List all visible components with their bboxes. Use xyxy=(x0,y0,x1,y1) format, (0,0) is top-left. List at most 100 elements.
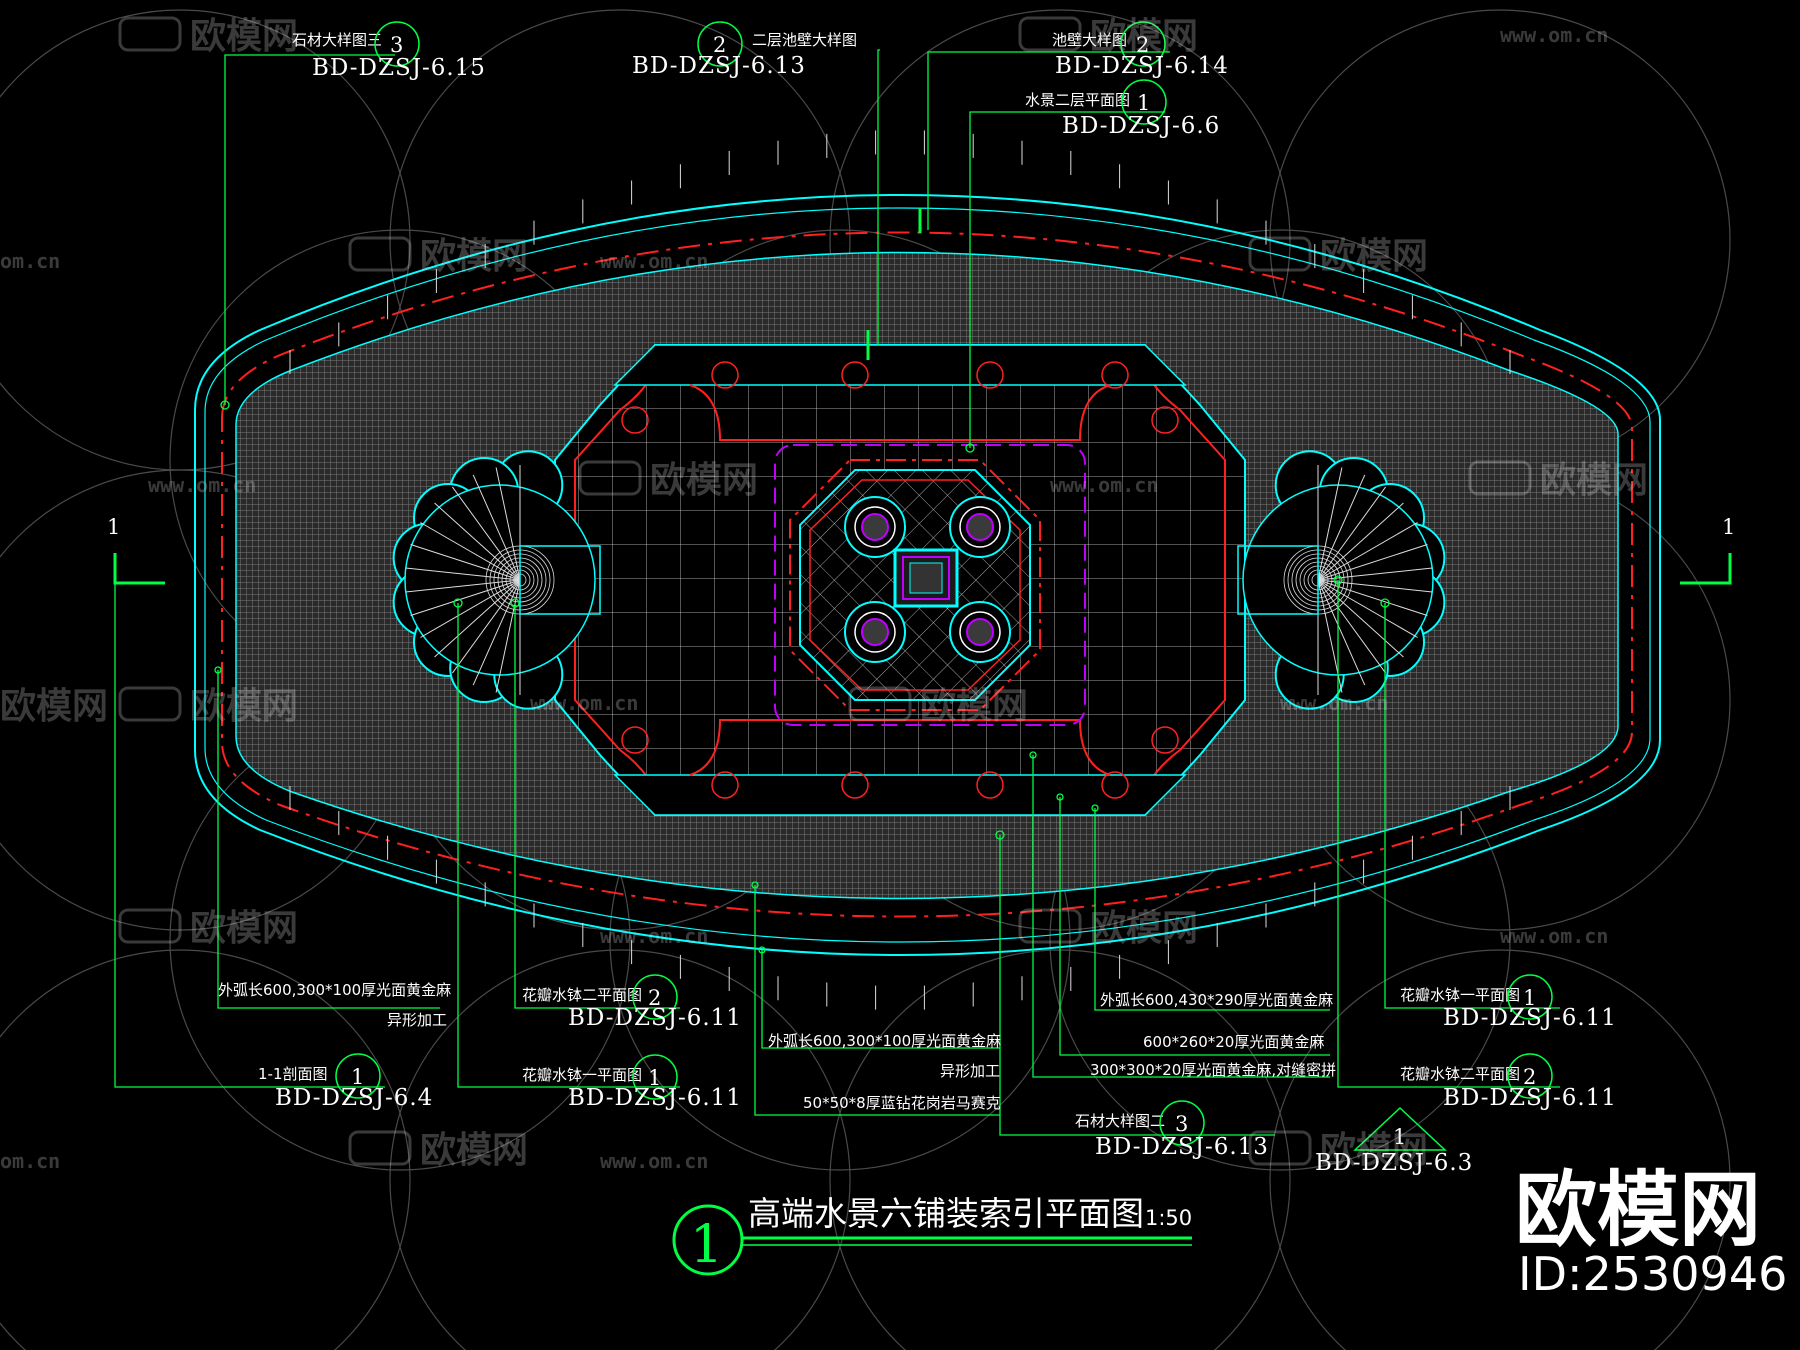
callout-code: BD-DZSJ-6.13 xyxy=(632,53,806,79)
petal-rib xyxy=(410,543,521,581)
callout-code: BD-DZSJ-6.13 xyxy=(1095,1134,1269,1160)
inlay-circle xyxy=(1151,726,1179,754)
watermark-logo-text: 欧模网 xyxy=(190,686,298,727)
watermark-circle xyxy=(1269,949,1731,1350)
drawing-title: 高端水景六铺装索引平面图 xyxy=(748,1194,1144,1233)
watermark-logo-icon xyxy=(1018,16,1082,52)
watermark-logo-text: 欧模网 xyxy=(1320,1130,1428,1171)
petal-rib xyxy=(420,579,521,638)
note-line: 异形加工 xyxy=(387,1011,447,1029)
callout-br-3: 1 BD-DZSJ-6.3 xyxy=(1315,1106,1472,1176)
watermark-logo-text: 欧模网 xyxy=(650,460,758,501)
callout-code: BD-DZSJ-6.6 xyxy=(1062,113,1220,139)
callout-number: 2 xyxy=(713,33,726,57)
material-note-m6: 300*300*20厚光面黄金麻,对缝密拼 xyxy=(1090,1061,1336,1079)
callout-top-2: 2 二层池壁大样图 BD-DZSJ-6.13 xyxy=(632,21,857,79)
callout-label: 花瓣水钵一平面图 xyxy=(1400,986,1520,1004)
note-line: 600*260*20厚光面黄金麻 xyxy=(1143,1033,1324,1051)
callout-label: 池壁大样图 xyxy=(1052,31,1127,49)
callout-bl-1: 1-1剖面图 1 BD-DZSJ-6.4 xyxy=(258,1053,433,1111)
callout-code: BD-DZSJ-6.14 xyxy=(1055,53,1229,79)
section-mark-right: 1 xyxy=(1680,515,1735,585)
callout-code: BD-DZSJ-6.4 xyxy=(275,1085,433,1111)
callout-br-2: 花瓣水钵二平面图 2 BD-DZSJ-6.11 xyxy=(1400,1053,1617,1111)
callout-bm-2: 花瓣水钵一平面图 1 BD-DZSJ-6.11 xyxy=(522,1054,742,1111)
watermark-logo-text: 欧模网 xyxy=(1090,908,1198,949)
watermark-url: www.om.cn xyxy=(600,249,708,273)
callout-bm-1: 花瓣水钵二平面图 2 BD-DZSJ-6.11 xyxy=(522,974,741,1031)
note-line: 外弧长600,300*100厚光面黄金麻 xyxy=(768,1032,1001,1050)
watermark-url: www.om.cn xyxy=(1280,691,1388,715)
callout-label: 水景二层平面图 xyxy=(1025,91,1130,109)
drawing-number: 1 xyxy=(690,1215,723,1275)
watermark-url: www.om.cn xyxy=(530,691,638,715)
watermark-logo-icon xyxy=(578,460,642,496)
watermark-logo-text: 欧模网 xyxy=(1320,236,1428,277)
watermark-url: www.om.cn xyxy=(600,1149,708,1173)
callout-number: 2 xyxy=(1136,33,1149,57)
petal-rib xyxy=(1317,502,1404,581)
watermark-logo-icon xyxy=(1468,460,1532,496)
section-mark-left-label: 1 xyxy=(107,515,120,539)
callout-number: 2 xyxy=(1523,1065,1536,1089)
callout-number: 1 xyxy=(1137,91,1150,115)
watermark-logo-icon xyxy=(848,686,912,722)
watermark-url: www.om.cn xyxy=(1500,23,1608,47)
callout-label: 1-1剖面图 xyxy=(258,1065,328,1083)
watermark-logo-text: 欧模网 xyxy=(1090,16,1198,57)
callout-br-1: 花瓣水钵一平面图 1 BD-DZSJ-6.11 xyxy=(1400,974,1616,1031)
note-line: 50*50*8厚蓝钻花岗岩马赛克 xyxy=(803,1094,1001,1112)
petal-rib xyxy=(1317,567,1433,581)
callout-number: 1 xyxy=(648,1066,661,1090)
petal-rib xyxy=(420,522,521,581)
inlay-circle xyxy=(976,361,1004,389)
watermark-logo-icon xyxy=(1018,908,1082,944)
material-note-m4: 外弧长600,430*290厚光面黄金麻 xyxy=(1100,991,1333,1009)
watermark-url: www.om.cn xyxy=(1500,924,1608,948)
callout-label: 花瓣水钵二平面图 xyxy=(1400,1065,1520,1083)
petal-bowl-left xyxy=(392,450,601,710)
watermark-logo-icon xyxy=(348,1130,412,1166)
jet-nozzle xyxy=(966,513,994,541)
callout-top-1: 石材大样图三 3 BD-DZSJ-6.15 xyxy=(292,21,485,81)
watermark-logo-text: 欧模网 xyxy=(1540,460,1648,501)
callout-top-3: 池壁大样图 2 BD-DZSJ-6.14 xyxy=(1052,21,1229,79)
watermark-logo-icon xyxy=(1248,236,1312,272)
callout-code: BD-DZSJ-6.11 xyxy=(568,1085,742,1111)
note-line: 300*300*20厚光面黄金麻,对缝密拼 xyxy=(1090,1061,1336,1079)
watermark-circle xyxy=(389,949,851,1350)
watermark-logo-text: 欧模网 xyxy=(420,1130,528,1171)
material-note-m1: 外弧长600,300*100厚光面黄金麻 异形加工 xyxy=(218,981,451,1029)
inlay-circle xyxy=(621,726,649,754)
inlay-circle xyxy=(841,361,869,389)
petal-rib xyxy=(1317,579,1433,593)
watermark-logo-icon xyxy=(118,16,182,52)
petal-spout xyxy=(1237,545,1319,615)
callout-label: 石材大样图三 xyxy=(292,31,382,49)
watermark-logo-icon xyxy=(1248,1130,1312,1166)
jet-ring xyxy=(959,506,1001,548)
jet-nozzle xyxy=(966,618,994,646)
callout-number: 1 xyxy=(1393,1125,1406,1149)
callout-label: 花瓣水钵二平面图 xyxy=(522,986,642,1004)
brand-id: ID:2530946 xyxy=(1518,1247,1787,1301)
watermark-circle xyxy=(0,949,411,1350)
petal-bowl-body xyxy=(404,484,596,676)
callout-number: 1 xyxy=(351,1065,364,1089)
callout-number: 3 xyxy=(1175,1112,1188,1136)
petal-rib xyxy=(405,567,521,581)
petal-rib xyxy=(472,474,521,581)
petal-rib xyxy=(405,579,521,593)
watermark-layer: 欧模网欧模网欧模网欧模网欧模网欧模网欧模网欧模网欧模网欧模网欧模网欧模网欧模网w… xyxy=(0,16,1648,1173)
watermark-logo-icon xyxy=(118,686,182,722)
callout-number: 1 xyxy=(1523,986,1536,1010)
section-mark-left: 1 xyxy=(107,515,165,585)
drawing-title-block: 1 高端水景六铺装索引平面图 1:50 xyxy=(672,1194,1192,1276)
petal-rib xyxy=(1317,579,1386,674)
petal-rib xyxy=(1317,467,1343,581)
callout-label: 二层池壁大样图 xyxy=(752,31,857,49)
inlay-circle xyxy=(1101,771,1129,799)
callout-code: BD-DZSJ-6.11 xyxy=(1443,1085,1617,1111)
watermark-url: www.om.cn xyxy=(1050,473,1158,497)
